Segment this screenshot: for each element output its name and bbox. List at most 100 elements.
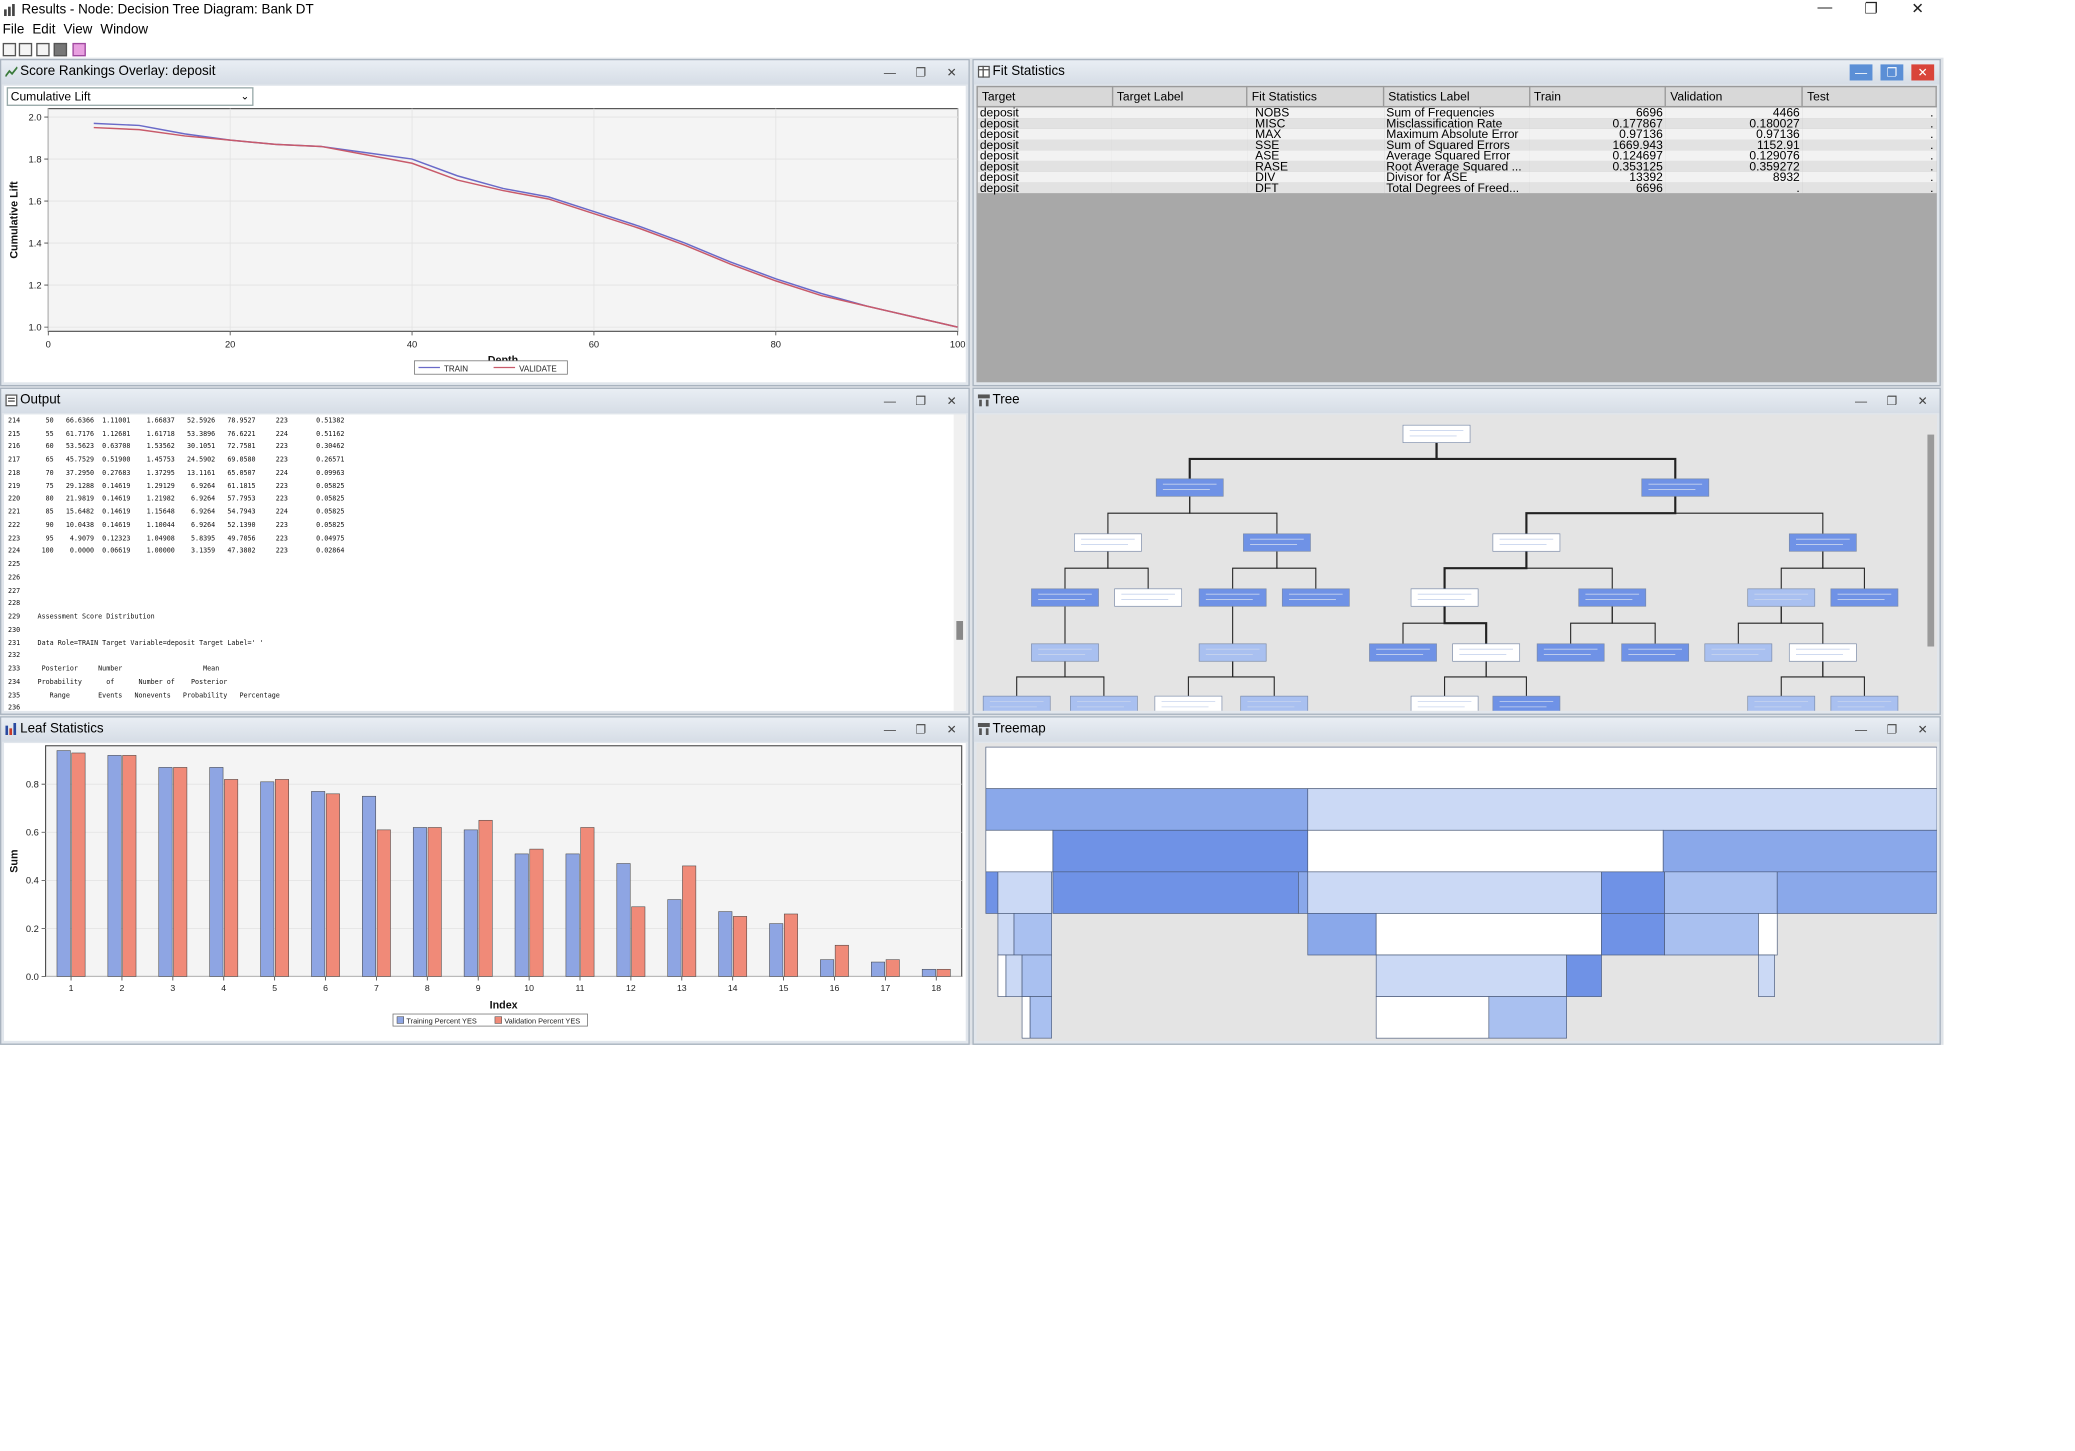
menu-view[interactable]: View [63, 22, 93, 38]
tree-body[interactable] [976, 414, 1937, 711]
x-axis-label: Index [490, 1000, 518, 1012]
column-header[interactable]: Target [976, 85, 1113, 108]
open-icon[interactable] [2, 42, 17, 57]
bar-validation [885, 959, 900, 977]
menu-bar: File Edit View Window [0, 23, 805, 40]
window-close-button[interactable]: ✕ [1911, 1, 1924, 18]
panel-title-bar: Tree — ❐ ✕ [973, 388, 1940, 414]
scrollbar-thumb[interactable] [956, 621, 964, 640]
bar-validation [478, 819, 493, 977]
panel-maximize-button[interactable]: ❐ [915, 394, 927, 408]
column-header[interactable]: Train [1528, 85, 1667, 108]
output-line: 233 Posterior Number Mean [8, 664, 219, 675]
panel-title: Tree [992, 393, 1020, 408]
bar-validation [682, 865, 697, 977]
panel-minimize-button[interactable]: — [1855, 722, 1868, 737]
line-text: 65 45.7529 0.51900 1.45753 24.5902 69.05… [37, 456, 345, 465]
line-number: 218 [8, 469, 21, 478]
copy-icon[interactable] [53, 42, 68, 57]
column-header[interactable]: Validation [1664, 85, 1804, 108]
scrollbar-thumb[interactable] [1927, 434, 1935, 647]
panel-minimize-button[interactable]: — [1849, 64, 1873, 81]
window-maximize-button[interactable]: ❐ [1864, 1, 1878, 18]
bar-training [718, 911, 733, 977]
column-header[interactable]: Test [1801, 85, 1937, 108]
panel-maximize-button[interactable]: ❐ [1886, 722, 1898, 737]
y-tick-label: 0.8 [26, 780, 39, 790]
menu-file[interactable]: File [2, 22, 25, 38]
line-text: 60 53.5623 0.63708 1.53562 30.1051 72.75… [37, 443, 345, 452]
line-number: 235 [8, 691, 21, 700]
panel-minimize-button[interactable]: — [883, 722, 896, 737]
treemap-cell [1601, 871, 1665, 914]
line-number: 221 [8, 508, 21, 517]
panel-maximize-button[interactable]: ❐ [1880, 64, 1904, 81]
statistic-dropdown[interactable]: Cumulative Lift ⌄ [6, 87, 254, 106]
treemap-body[interactable] [976, 743, 1937, 1041]
panel-close-button[interactable]: ✕ [1911, 64, 1935, 81]
decision-tree-diagram[interactable] [976, 414, 1923, 711]
output-line: 225 [8, 559, 38, 570]
panel-close-button[interactable]: ✕ [1917, 394, 1928, 408]
line-chart-icon [5, 66, 18, 77]
output-line: 214 50 66.6366 1.11001 1.66837 52.5926 7… [8, 416, 344, 427]
line-number: 225 [8, 560, 21, 569]
tree-branch [1276, 551, 1317, 589]
panel-close-button[interactable]: ✕ [946, 65, 957, 80]
line-text: Posterior Number Mean [37, 665, 220, 674]
print-icon[interactable] [36, 42, 50, 57]
treemap-cell [985, 871, 999, 914]
properties-icon[interactable] [72, 42, 86, 57]
column-header[interactable]: Target Label [1111, 85, 1248, 108]
column-header[interactable]: Statistics Label [1382, 85, 1530, 108]
cumulative-lift-chart: 0204060801001.01.21.41.61.82.0DepthCumul… [8, 108, 966, 375]
x-tick-label: 17 [881, 983, 891, 993]
new-icon[interactable] [18, 42, 33, 57]
output-line: 230 [8, 625, 38, 636]
y-tick-label: 0.2 [26, 924, 39, 934]
output-text-area[interactable]: 214 50 66.6366 1.11001 1.66837 52.5926 7… [4, 414, 966, 711]
tree-scrollbar[interactable] [1924, 414, 1937, 711]
menu-window[interactable]: Window [100, 22, 149, 38]
panel-close-button[interactable]: ✕ [946, 722, 957, 737]
panel-minimize-button[interactable]: — [883, 65, 896, 80]
panel-close-button[interactable]: ✕ [1917, 722, 1928, 737]
chart-legend [414, 360, 568, 375]
treemap-cell [997, 954, 1007, 997]
tree-branch [1064, 661, 1105, 697]
tree-branch [1780, 606, 1824, 644]
x-tick-label: 7 [374, 983, 379, 993]
tree-node [1452, 643, 1521, 662]
panel-minimize-button[interactable]: — [883, 394, 896, 408]
bar-training [565, 853, 580, 977]
window-minimize-button[interactable]: — [1817, 0, 1833, 17]
legend-label: Validation Percent YES [504, 1016, 580, 1025]
table-cell [1112, 182, 1248, 194]
panel-maximize-button[interactable]: ❐ [915, 65, 927, 80]
panel-minimize-button[interactable]: — [1855, 394, 1868, 408]
panel-maximize-button[interactable]: ❐ [915, 722, 927, 737]
treemap-chart[interactable] [976, 743, 1937, 1041]
line-number: 227 [8, 586, 21, 596]
tree-branch [1444, 661, 1487, 697]
table-cell: deposit [977, 117, 1113, 129]
output-scrollbar[interactable] [953, 414, 966, 711]
bar-training [463, 829, 478, 977]
column-header[interactable]: Fit Statistics [1246, 85, 1385, 108]
bar-validation [275, 779, 289, 977]
line-number: 220 [8, 495, 21, 504]
table-cell: . [1802, 139, 1937, 151]
bar-training [311, 791, 326, 977]
panel-close-button[interactable]: ✕ [946, 394, 957, 408]
panel-maximize-button[interactable]: ❐ [1886, 394, 1898, 408]
menu-edit[interactable]: Edit [32, 22, 56, 38]
